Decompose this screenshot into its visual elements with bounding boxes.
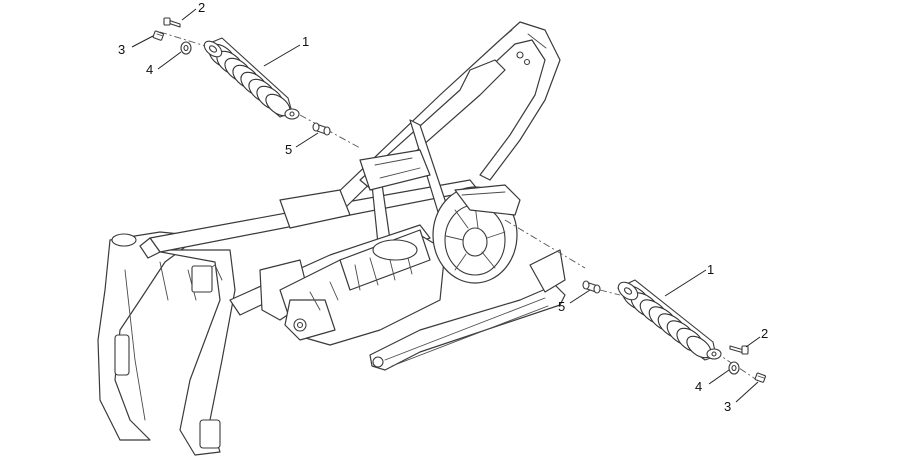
callout-bottom-washer: 4 xyxy=(695,379,702,394)
shock-absorber-top xyxy=(203,37,300,120)
callout-bottom-pin: 5 xyxy=(558,299,565,314)
callout-top-washer: 4 xyxy=(146,62,153,77)
swing-arm xyxy=(369,249,566,371)
bolt-top xyxy=(163,17,181,28)
nut-top xyxy=(152,30,164,41)
nut-bottom xyxy=(754,372,766,383)
pin-top xyxy=(312,122,331,136)
callout-bottom-shock: 1 xyxy=(707,262,714,277)
callout-bottom-nut: 3 xyxy=(724,399,731,414)
callout-top-shock: 1 xyxy=(302,34,309,49)
washer-bottom xyxy=(728,361,740,375)
cvt-cover-fan xyxy=(432,184,521,284)
shock-absorber-bottom xyxy=(617,279,722,361)
callout-top-nut: 3 xyxy=(118,42,125,57)
bolt-bottom xyxy=(729,345,749,355)
callout-bottom-bolt: 2 xyxy=(761,326,768,341)
main-frame xyxy=(97,21,561,456)
pin-bottom xyxy=(582,280,601,294)
callout-top-pin: 5 xyxy=(285,142,292,157)
engine-drive-unit xyxy=(279,229,446,346)
washer-top xyxy=(180,41,192,55)
callouts: 2 3 4 1 5 1 5 2 4 3 xyxy=(118,0,768,414)
callout-top-bolt: 2 xyxy=(198,0,205,15)
